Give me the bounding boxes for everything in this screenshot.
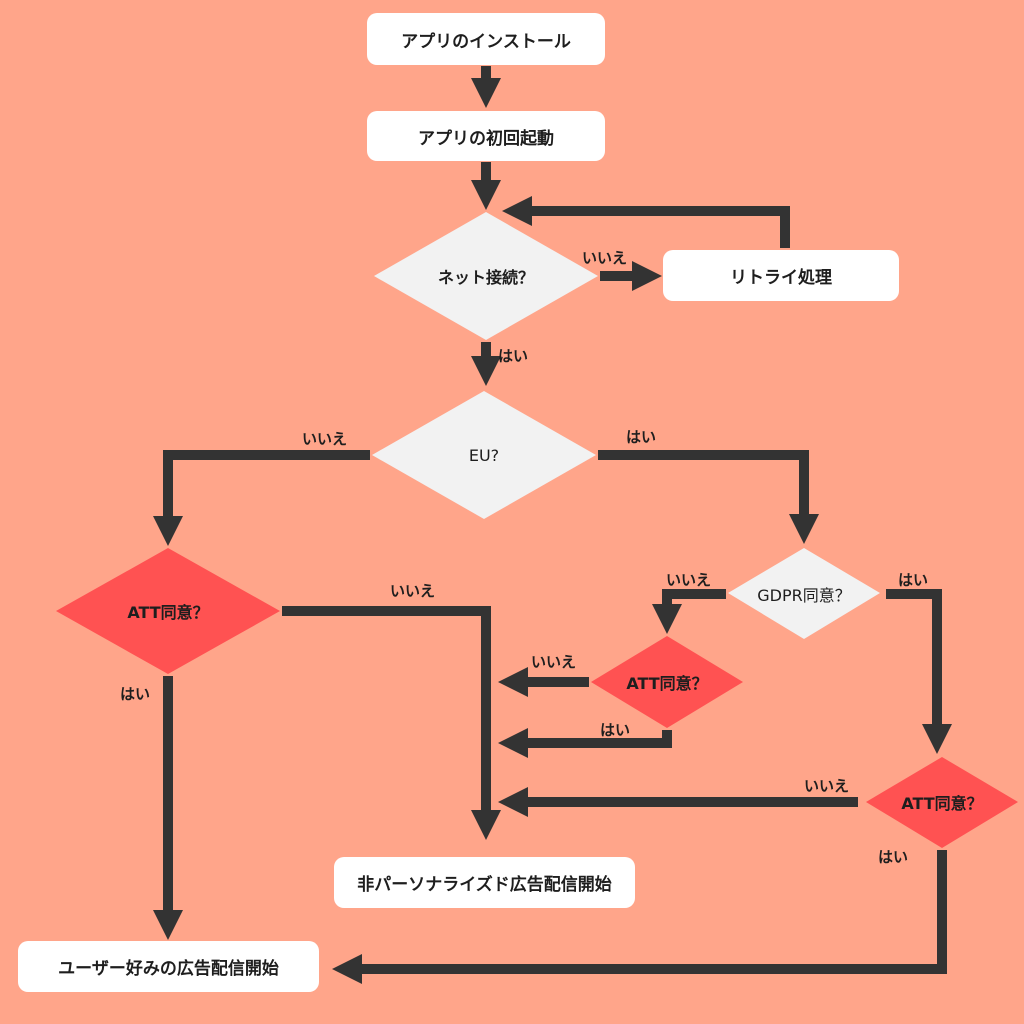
- edge-label-att-left-yes: はい: [120, 685, 151, 703]
- decision-gdpr-label: GDPR同意？: [757, 586, 851, 605]
- node-non-personalized: 非パーソナライズド広告配信開始: [334, 857, 635, 908]
- edge-att-right-pers: [332, 850, 947, 984]
- node-retry-label: リトライ処理: [730, 268, 832, 288]
- edge-label-att-mid-yes: はい: [600, 721, 631, 739]
- edge-label-gdpr-no: いいえ: [666, 571, 712, 589]
- edge-label-eu-no: いいえ: [302, 430, 348, 448]
- edge-eu-att-left: [153, 450, 370, 546]
- edge-label-gdpr-yes: はい: [898, 571, 929, 589]
- decision-net-label: ネット接続？: [437, 268, 534, 287]
- decision-gdpr-shape: [728, 548, 880, 639]
- decision-att-left-label: ATT同意？: [127, 603, 209, 622]
- decision-eu-shape: [372, 391, 596, 519]
- edge-label-att-left-no: いいえ: [390, 582, 436, 600]
- edge-att-mid-yes: [498, 728, 672, 758]
- edge-label-net-yes: はい: [498, 347, 529, 365]
- decision-att-right-label: ATT同意？: [901, 794, 983, 813]
- edge-gdpr-att-right: [886, 589, 952, 754]
- decision-eu-label: EU?: [468, 445, 500, 465]
- decision-att-right-shape: [866, 757, 1018, 848]
- node-install-label: アプリのインストール: [401, 31, 571, 52]
- decision-att-mid-shape: [591, 636, 743, 728]
- node-first-launch-label: アプリの初回起動: [418, 128, 554, 149]
- edge-att-left-nonpers: [282, 606, 501, 840]
- edge-gdpr-att-mid: [652, 589, 726, 634]
- decision-net-shape: [374, 212, 598, 340]
- decision-att-left-shape: [56, 548, 280, 674]
- edge-eu-gdpr: [598, 450, 819, 544]
- node-non-personalized-label: 非パーソナライズド広告配信開始: [357, 875, 612, 895]
- edge-label-eu-yes: はい: [626, 428, 657, 446]
- edge-label-att-right-no: いいえ: [804, 777, 850, 795]
- edge-retry-net: [502, 196, 790, 248]
- node-first-launch: アプリの初回起動: [367, 111, 605, 161]
- edge-label-att-right-yes: はい: [878, 848, 909, 866]
- node-personalized-label: ユーザー好みの広告配信開始: [58, 959, 279, 979]
- node-install: アプリのインストール: [367, 13, 605, 65]
- node-retry: リトライ処理: [663, 250, 899, 301]
- edge-label-net-no: いいえ: [582, 249, 628, 267]
- edge-label-att-mid-no: いいえ: [531, 653, 577, 671]
- node-personalized: ユーザー好みの広告配信開始: [18, 941, 319, 992]
- decision-att-mid-label: ATT同意？: [626, 674, 708, 693]
